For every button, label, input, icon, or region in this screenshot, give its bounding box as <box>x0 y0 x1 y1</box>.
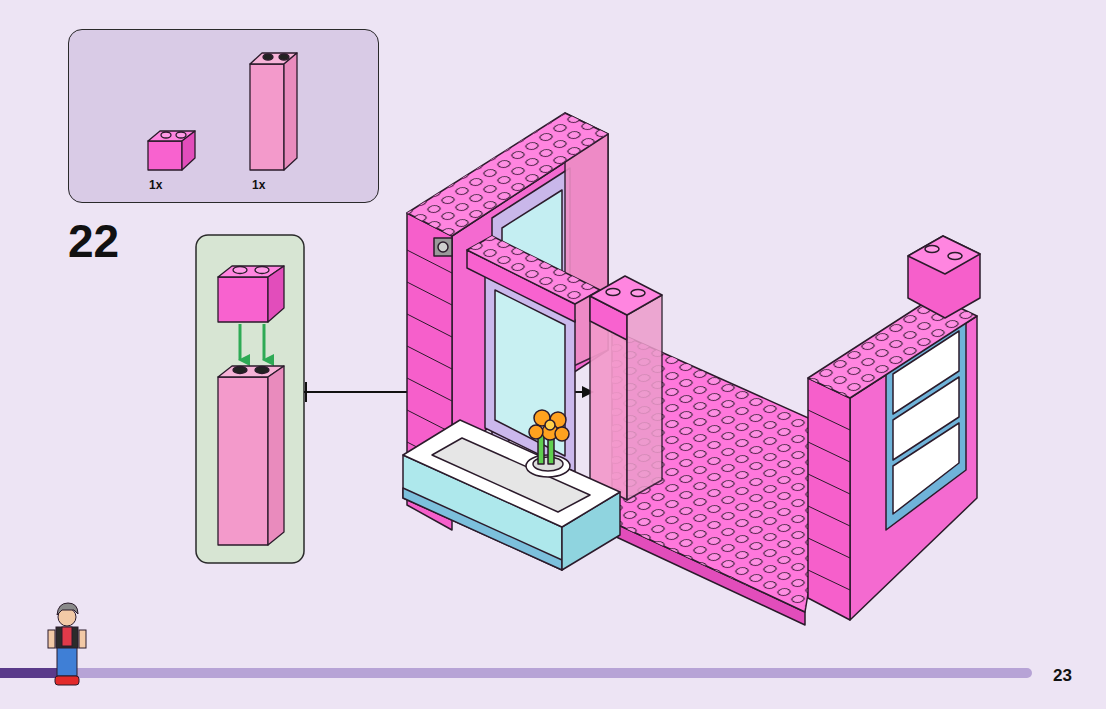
wall-end <box>808 378 850 620</box>
callout-box <box>196 235 304 563</box>
planter <box>403 410 620 570</box>
stud <box>255 267 269 274</box>
brick-line <box>808 570 850 590</box>
column-face <box>590 296 627 500</box>
push-arrow <box>263 324 266 360</box>
figure-shirt <box>62 627 72 646</box>
right-wall <box>808 236 980 620</box>
brick-line <box>407 378 452 401</box>
stud <box>263 54 273 60</box>
figure-shoes <box>55 676 79 685</box>
brick-line <box>407 282 452 305</box>
brick-face <box>218 377 268 545</box>
trans-brick-1x2x5 <box>250 53 297 170</box>
flower-centre <box>545 420 555 430</box>
window-pane <box>893 423 959 514</box>
figure-arm <box>48 630 55 648</box>
wall-studs <box>407 113 608 236</box>
brick-face <box>250 64 284 170</box>
stud <box>255 367 269 374</box>
brick-lines <box>808 410 850 590</box>
column-top <box>590 276 662 315</box>
wall-top <box>407 113 608 236</box>
figure-vest <box>56 627 78 648</box>
stud <box>279 54 289 60</box>
brick-line <box>808 506 850 526</box>
window-glass <box>495 290 565 456</box>
figure-legs <box>57 646 77 676</box>
stud <box>233 367 247 374</box>
petal <box>529 425 543 439</box>
planter-top <box>403 420 620 527</box>
stud <box>233 267 247 274</box>
grey-round-brick <box>434 238 452 256</box>
callout-brick <box>218 266 284 322</box>
planter-trough <box>432 438 590 512</box>
push-arrow <box>239 324 242 360</box>
brick-side <box>268 266 284 322</box>
stud <box>606 289 620 296</box>
stud <box>631 290 645 297</box>
parts-panel: 1x 1x <box>68 29 379 203</box>
brick-line <box>808 410 850 430</box>
page-bar-progress <box>0 668 62 678</box>
part-count: 1x <box>252 179 265 191</box>
grey-stud <box>438 242 448 252</box>
brick-line <box>808 442 850 462</box>
arrow-tick <box>305 382 307 402</box>
callout-trans-brick <box>218 366 284 545</box>
minifigure <box>48 603 86 685</box>
brick-line <box>407 346 452 369</box>
brick-line <box>808 474 850 494</box>
brick-side <box>268 366 284 545</box>
stud <box>161 132 171 138</box>
top-block-top <box>908 236 980 274</box>
brick-side <box>284 53 297 170</box>
brick-face <box>218 277 268 322</box>
figure-arm <box>79 630 86 648</box>
part-count: 1x <box>149 179 162 191</box>
petal <box>555 427 569 441</box>
step-number: 22 <box>68 218 119 264</box>
page-number: 23 <box>1053 667 1072 684</box>
page-bar <box>0 668 1032 678</box>
stud <box>176 132 186 138</box>
column-side <box>627 295 662 500</box>
brick-1x2 <box>148 131 195 170</box>
stud <box>948 253 962 260</box>
brick-face <box>148 141 182 170</box>
figure-hair <box>57 603 78 615</box>
top-block <box>908 236 980 318</box>
lintel-top <box>467 236 600 304</box>
lintel-studs <box>467 236 600 304</box>
brick-line <box>808 538 850 558</box>
stud <box>925 246 939 253</box>
brick-line <box>407 314 452 337</box>
parts-panel-ground <box>68 29 379 203</box>
